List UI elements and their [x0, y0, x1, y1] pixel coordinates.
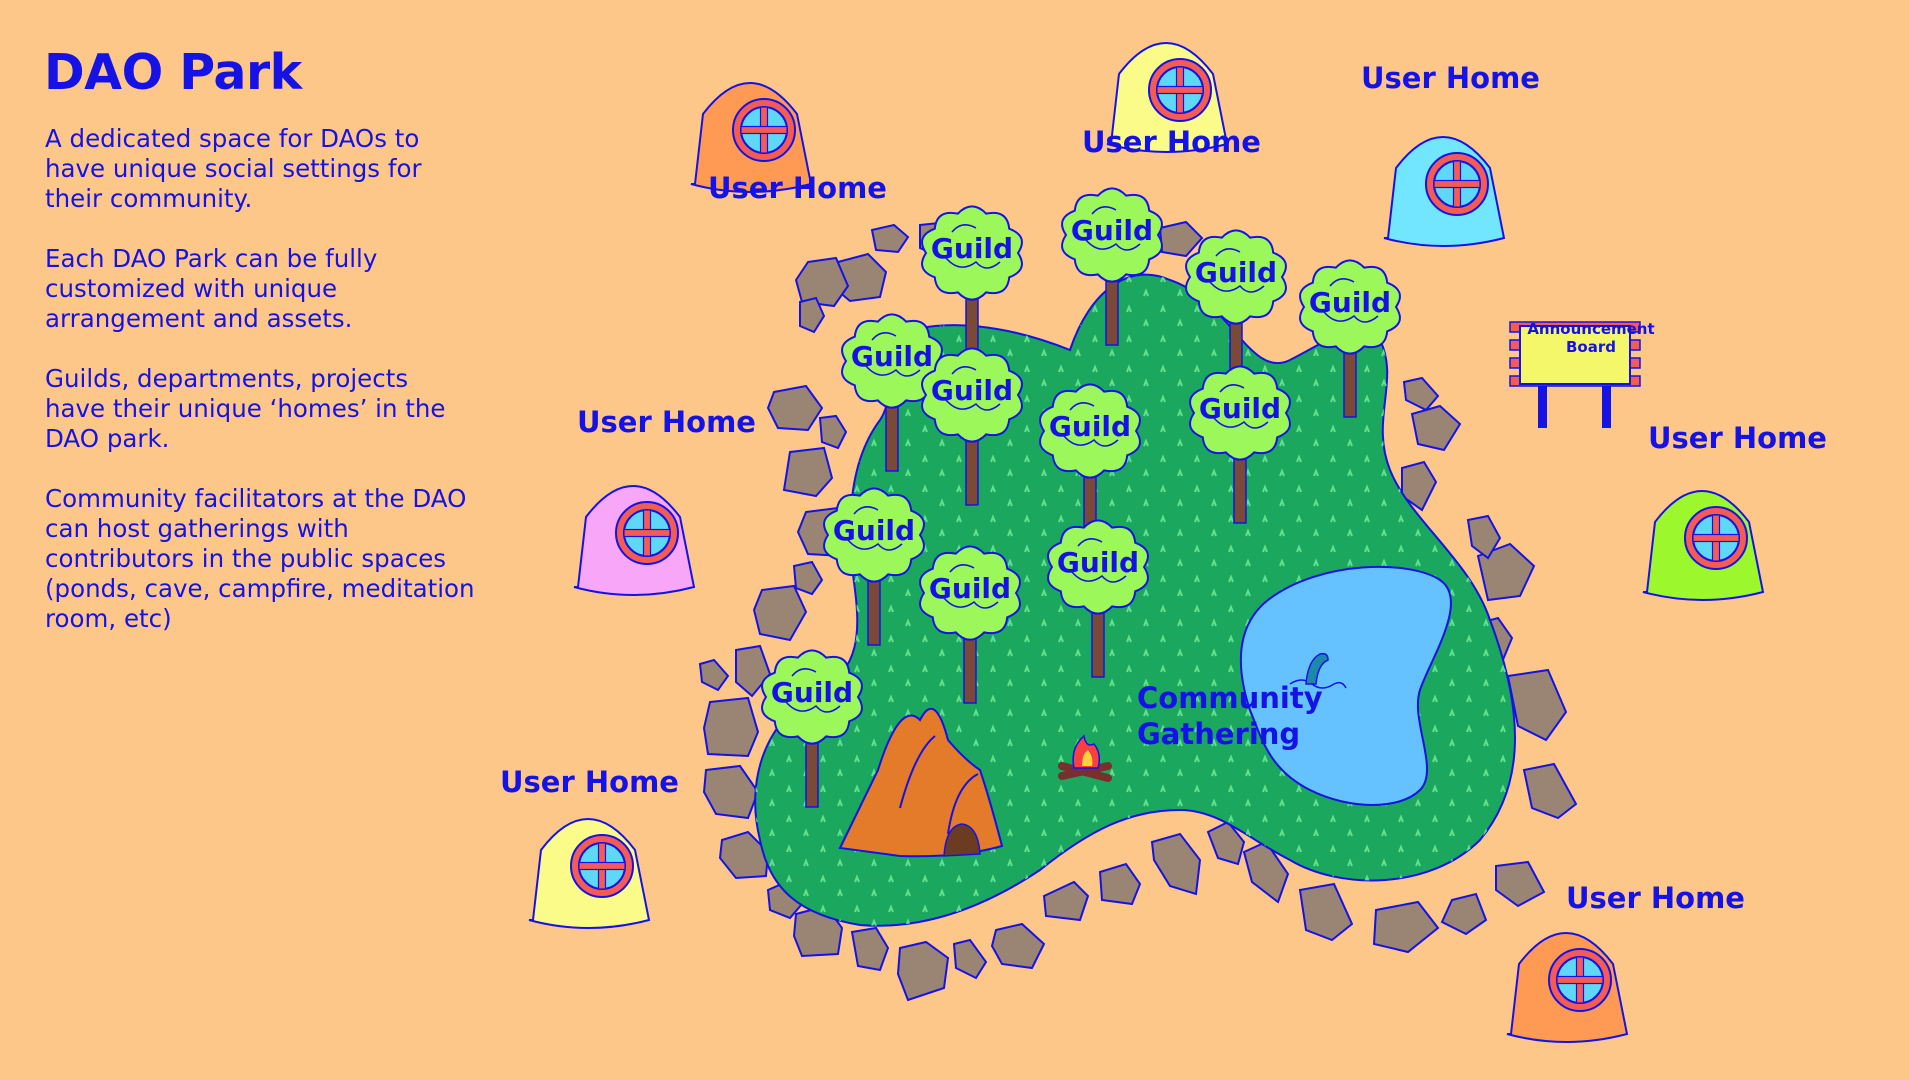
guild-label: Guild [1309, 286, 1391, 319]
community-gathering-label: Gathering [1137, 717, 1300, 751]
tree-canopy [1189, 365, 1291, 461]
guild-label: Guild [1071, 214, 1153, 247]
description-paragraph: Community facilitators at the DAO can ho… [45, 484, 475, 633]
guild-tree: Guild [761, 649, 863, 808]
guild-label: Guild [931, 232, 1013, 265]
fish-icon [1289, 652, 1347, 689]
guild-label: Guild [1049, 410, 1131, 443]
tree-canopy [921, 347, 1023, 443]
tree-canopy [1039, 383, 1141, 479]
board-label: Board [1566, 338, 1616, 356]
user-home-label: User Home [577, 405, 756, 439]
board-label: Announcement [1527, 320, 1654, 338]
tree-canopy [1299, 259, 1401, 355]
guild-tree: Guild [1047, 519, 1149, 678]
tree-canopy [1185, 229, 1287, 325]
announcement-board-icon: Announcement Board [1509, 320, 1655, 428]
tree-canopy [919, 545, 1021, 641]
community-gathering-label: Community [1137, 681, 1323, 715]
description: A dedicated space for DAOs to have uniqu… [45, 124, 475, 664]
guild-tree: Guild [921, 205, 1023, 364]
guild-tree: Guild [921, 347, 1023, 506]
tree-canopy [1047, 519, 1149, 615]
description-paragraph: A dedicated space for DAOs to have uniqu… [45, 124, 422, 213]
user-home: User Home [690, 82, 887, 205]
tree-canopy [761, 649, 863, 745]
guild-tree: Guild [1189, 365, 1291, 524]
user-home: User Home [1361, 61, 1540, 247]
guild-label: Guild [1195, 256, 1277, 289]
user-home: User Home [573, 405, 756, 596]
tree-canopy [823, 487, 925, 583]
user-home: User Home [1642, 421, 1827, 601]
user-home-label: User Home [500, 765, 679, 799]
user-home: User Home [500, 765, 679, 929]
pond [1239, 565, 1452, 806]
guild-label: Guild [1057, 546, 1139, 579]
guild-tree: Guild [823, 487, 925, 646]
description-paragraph: Each DAO Park can be fully customized wi… [45, 244, 378, 333]
guild-trees: GuildGuildGuildGuildGuildGuildGuildGuild… [761, 187, 1401, 808]
description-paragraph: Guilds, departments, projects have their… [45, 364, 446, 453]
guild-tree: Guild [1299, 259, 1401, 418]
user-home-label: User Home [1361, 61, 1540, 95]
cave-icon [838, 707, 1004, 858]
campfire-icon [1058, 734, 1112, 782]
user-home: User Home [1506, 881, 1745, 1043]
user-home-label: User Home [1566, 881, 1745, 915]
user-home-label: User Home [708, 171, 887, 205]
guild-tree: Guild [919, 545, 1021, 704]
guild-label: Guild [1199, 392, 1281, 425]
rock-border [698, 220, 1578, 1002]
guild-label: Guild [771, 676, 853, 709]
guild-label: Guild [833, 514, 915, 547]
tree-canopy [1061, 187, 1163, 283]
tree-canopy [921, 205, 1023, 301]
guild-label: Guild [851, 340, 933, 373]
user-home-label: User Home [1082, 125, 1261, 159]
guild-tree: Guild [1061, 187, 1163, 346]
guild-tree: Guild [1039, 383, 1141, 542]
user-home: User Home [1082, 42, 1261, 159]
guild-label: Guild [929, 572, 1011, 605]
guild-tree: Guild [841, 313, 943, 472]
user-home-label: User Home [1648, 421, 1827, 455]
tree-canopy [841, 313, 943, 409]
page-title: DAO Park [44, 44, 302, 101]
guild-label: Guild [931, 374, 1013, 407]
